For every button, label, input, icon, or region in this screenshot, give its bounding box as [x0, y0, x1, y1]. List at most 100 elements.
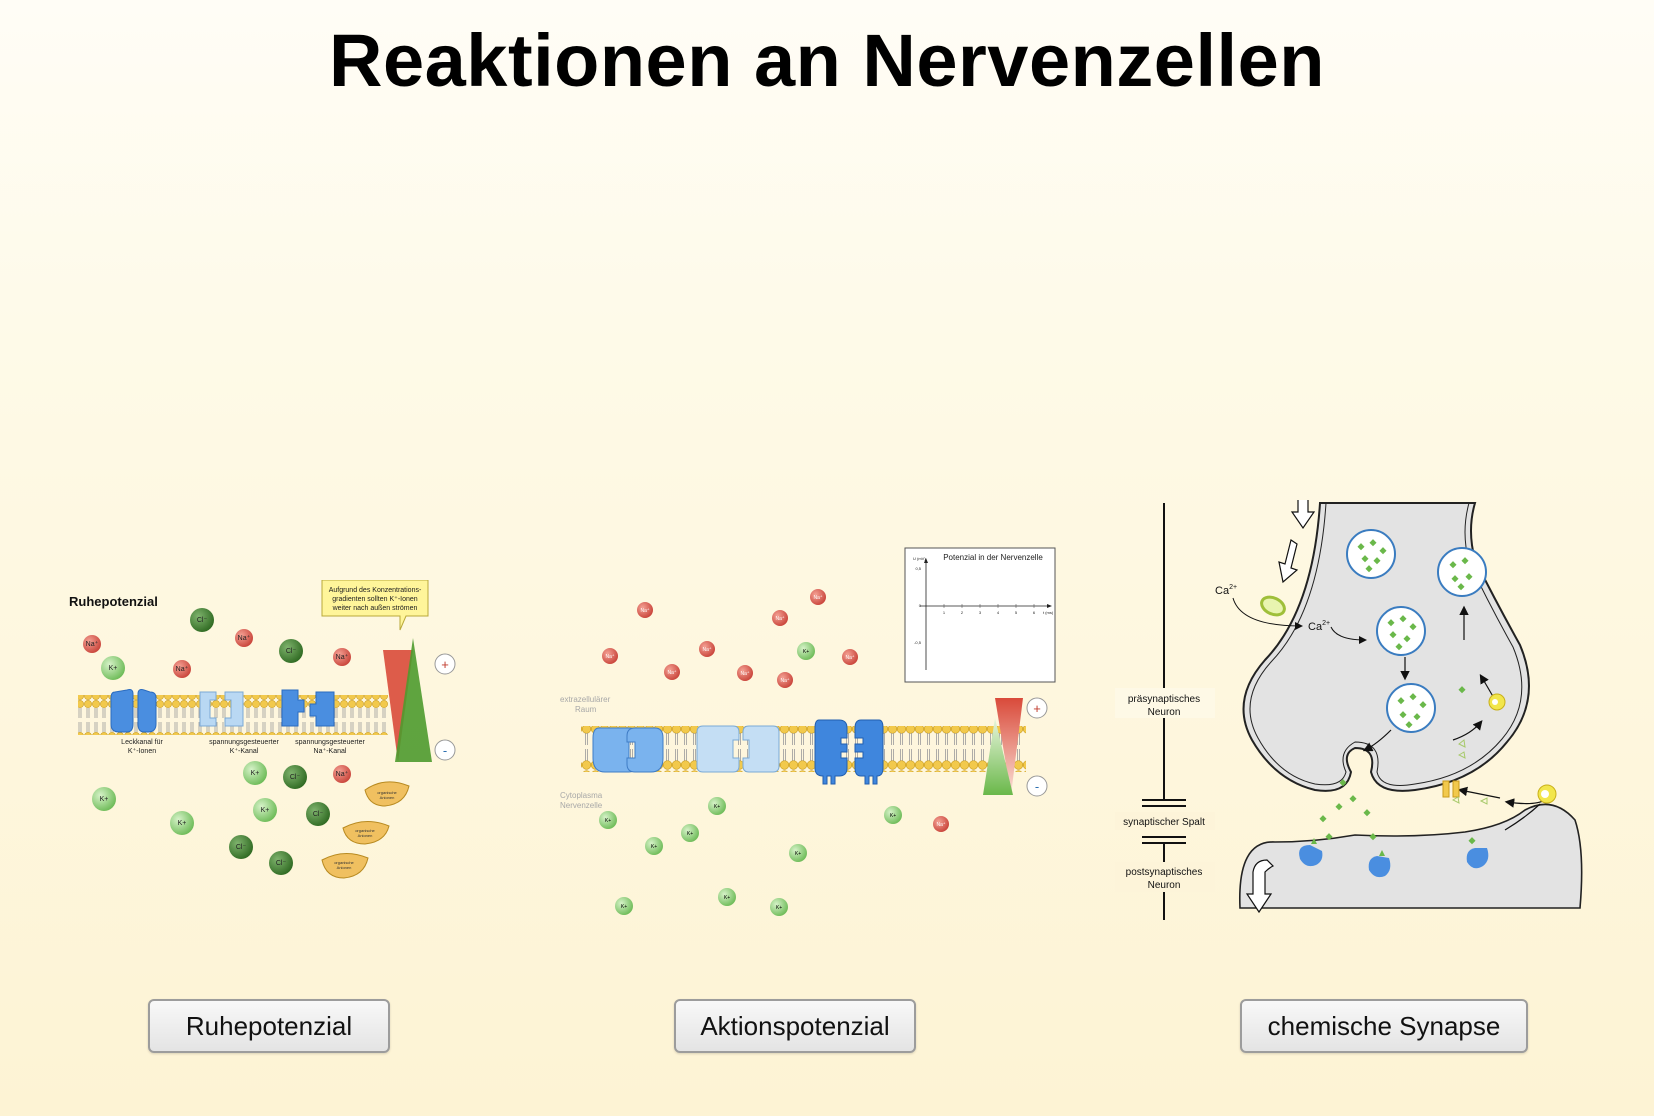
svg-text:Na⁺: Na⁺	[667, 670, 676, 676]
synapse-diagram: präsynaptisches Neuron synaptischer Spal…	[1115, 500, 1583, 920]
label-bg	[1115, 688, 1215, 718]
svg-text:Cl⁻: Cl⁻	[197, 617, 208, 624]
enzyme	[1488, 693, 1506, 711]
svg-text:K+: K+	[621, 904, 627, 910]
svg-text:K+: K+	[251, 770, 260, 777]
svg-text:K+: K+	[651, 844, 657, 850]
synaptic-vesicle	[1346, 529, 1396, 579]
leak-channel	[110, 689, 134, 733]
minus-sign: -	[443, 743, 447, 758]
na-ion: Na⁺	[333, 648, 351, 666]
x-tick-label: 2	[961, 610, 964, 615]
svg-text:Na⁺: Na⁺	[845, 655, 854, 661]
chemische-synapse-button[interactable]: chemische Synapse	[1240, 999, 1528, 1053]
k-ion: K+	[170, 811, 194, 835]
extracellular-label: extrazellulärer	[560, 695, 611, 704]
potential-graph	[904, 547, 1056, 683]
ruhepotenzial-button[interactable]: Ruhepotenzial	[148, 999, 390, 1053]
recycle-arrow	[1452, 720, 1483, 741]
calcium-arrow	[1232, 597, 1303, 630]
aktionspotenzial-button[interactable]: Aktionspotenzial	[674, 999, 916, 1053]
k-ion: K+	[708, 797, 726, 815]
synaptic-vesicle	[1437, 547, 1487, 597]
svg-text:K+: K+	[795, 851, 801, 857]
k-ion: K+	[797, 642, 815, 660]
channel-label: Na⁺-Kanal	[314, 747, 347, 755]
ruhepotenzial-diagram: Ruhepotenzial Leckkanal für K⁺-Ionen spa…	[69, 580, 456, 879]
na-ion: Na⁺	[664, 664, 680, 680]
x-axis-arrow	[1047, 604, 1052, 608]
x-tick-label: 5	[1015, 610, 1018, 615]
signal-arrow	[1278, 539, 1299, 584]
k-channel	[199, 691, 217, 727]
y-axis-arrow	[924, 558, 928, 563]
svg-text:Na⁺: Na⁺	[86, 640, 99, 648]
cl-ion: Cl⁻	[229, 835, 253, 859]
x-axis-label: t (ms)	[1043, 610, 1054, 615]
cl-ion: Cl⁻	[269, 851, 293, 875]
channel-label: Leckkanal für	[121, 739, 163, 746]
enzyme	[1537, 784, 1557, 804]
svg-text:Na⁺: Na⁺	[238, 634, 251, 642]
svg-text:Cl⁻: Cl⁻	[236, 844, 247, 851]
presynaptic-label: präsynaptisches	[1128, 694, 1200, 705]
aktionspotenzial-diagram: Potenzial in der Nervenzelle U (mV) t (m…	[560, 547, 1056, 916]
svg-text:Na⁺: Na⁺	[336, 653, 349, 661]
channel-label: spannungsgesteuerter	[295, 739, 365, 746]
na-ion: Na⁺	[737, 665, 753, 681]
svg-text:organische: organische	[355, 828, 375, 833]
k-channel	[696, 725, 740, 773]
svg-text:K+: K+	[605, 818, 611, 824]
x-tick-label: 1	[943, 610, 946, 615]
svg-text:K+: K+	[100, 796, 109, 803]
svg-text:Cl⁻: Cl⁻	[276, 860, 287, 867]
minus-indicator	[434, 739, 456, 761]
y-tick-label: 0,5	[915, 566, 921, 571]
k-ion: K+	[615, 897, 633, 915]
svg-text:Anionen: Anionen	[358, 833, 373, 838]
plus-indicator	[1026, 697, 1048, 719]
na-ion: Na⁺	[83, 635, 101, 653]
x-tick-label: 6	[1033, 610, 1036, 615]
postsynaptic-label: postsynaptisches	[1126, 867, 1203, 878]
svg-text:Na⁺: Na⁺	[640, 608, 649, 614]
channel-label: K⁺-Kanal	[230, 747, 259, 755]
k-ion: K+	[770, 898, 788, 916]
svg-text:Na⁺: Na⁺	[176, 665, 189, 673]
na-channel	[309, 691, 335, 727]
na-ion: Na⁺	[235, 629, 253, 647]
na-ion: Na⁺	[842, 649, 858, 665]
k-ion: K+	[884, 806, 902, 824]
reuptake-arrow	[1504, 803, 1541, 831]
calcium-channel	[1260, 595, 1286, 617]
svg-text:K+: K+	[890, 813, 896, 819]
svg-text:Na⁺: Na⁺	[936, 822, 945, 828]
svg-text:Cl⁻: Cl⁻	[313, 811, 324, 818]
na-ion: Na⁺	[173, 660, 191, 678]
na-ion: Na⁺	[772, 610, 788, 626]
ruhepotenzial-heading: Ruhepotenzial	[69, 594, 158, 609]
cl-ion: Cl⁻	[283, 765, 307, 789]
svg-text:Na⁺: Na⁺	[813, 595, 822, 601]
cl-ion: Cl⁻	[190, 608, 214, 632]
calcium-label: Ca2+	[1308, 620, 1330, 633]
svg-text:Anionen: Anionen	[380, 795, 395, 800]
plus-sign: +	[1033, 701, 1041, 716]
reuptake-arrow	[1504, 798, 1546, 808]
transmitter-fragments	[1451, 739, 1488, 805]
graph-title: Potenzial in der Nervenzelle	[943, 553, 1043, 562]
vesicle-arrow	[1362, 729, 1392, 752]
charge-gradient-red	[383, 650, 413, 762]
x-ticks	[943, 604, 1035, 608]
callout-box	[321, 580, 429, 631]
x-tick-label: 3	[979, 610, 982, 615]
receptor	[1299, 838, 1323, 867]
na-channel	[814, 719, 848, 785]
k-ion: K+	[645, 837, 663, 855]
svg-text:organische: organische	[334, 860, 354, 865]
svg-text:organische: organische	[377, 790, 397, 795]
svg-text:K+: K+	[724, 895, 730, 901]
callout-text: Aufgrund des Konzentrations-	[329, 587, 422, 594]
